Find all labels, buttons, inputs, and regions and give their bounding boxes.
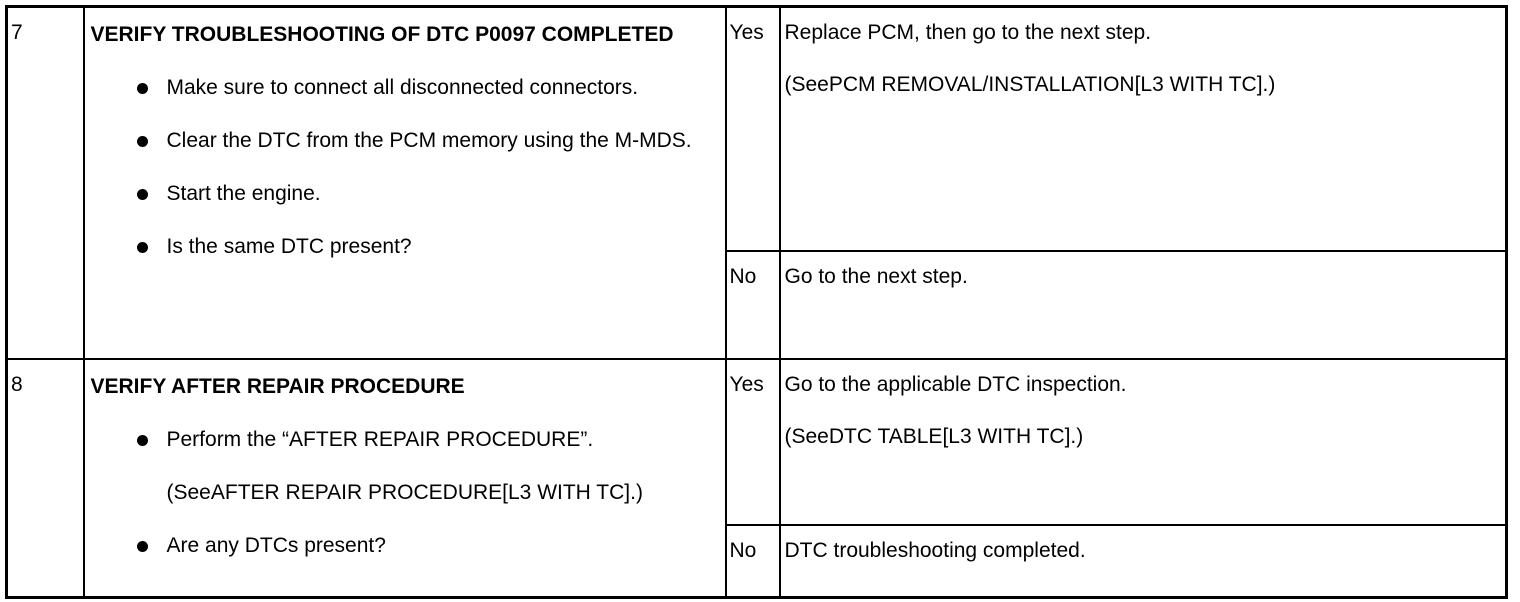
step-title: VERIFY AFTER REPAIR PROCEDURE	[90, 374, 465, 398]
no-label: No	[724, 523, 781, 599]
bullet-icon	[136, 83, 148, 94]
checklist-item: Start the engine.	[91, 179, 717, 209]
bullet-icon	[136, 434, 148, 446]
yes-action: Replace PCM, then go to the next step. (…	[778, 5, 1508, 252]
diagnostic-table: 7 VERIFY TROUBLESHOOTING OF DTC P0097 CO…	[5, 5, 1508, 599]
reference-link[interactable]: (SeeDTC TABLE[L3 WITH TC].)	[784, 424, 1084, 448]
step-8-yes-row: 8 VERIFY AFTER REPAIR PROCEDURE Perform …	[5, 357, 1508, 599]
checklist-item: Perform the “AFTER REPAIR PROCEDURE”.	[91, 425, 717, 455]
action-text: DTC troubleshooting completed.	[784, 538, 1086, 562]
bullet-icon	[136, 189, 148, 200]
step-number: 7	[5, 5, 85, 360]
bullet-icon	[136, 136, 148, 147]
step-7-checklist: Make sure to connect all disconnected co…	[91, 73, 717, 262]
yes-label: Yes	[724, 357, 781, 526]
reference-link[interactable]: (SeePCM REMOVAL/INSTALLATION[L3 WITH TC]…	[784, 73, 1276, 96]
step-8-no-row: No DTC troubleshooting completed.	[7, 523, 1508, 599]
checklist-item: Is the same DTC present?	[91, 232, 717, 262]
checklist-item: Clear the DTC from the PCM memory using …	[91, 126, 717, 156]
no-action: Go to the next step.	[778, 249, 1508, 360]
action-text: Go to the applicable DTC inspection.	[784, 372, 1127, 396]
yes-label: Yes	[724, 5, 781, 252]
step-number: 8	[5, 357, 85, 599]
step-title: VERIFY TROUBLESHOOTING OF DTC P0097 COMP…	[90, 23, 674, 46]
checklist-item: Make sure to connect all disconnected co…	[91, 73, 717, 103]
bullet-icon	[136, 540, 148, 552]
action-text: Go to the next step.	[784, 264, 968, 288]
checklist-item: Are any DTCs present?	[91, 531, 717, 561]
step-8-content: VERIFY AFTER REPAIR PROCEDURE Perform th…	[82, 357, 727, 599]
step-8-checklist-question: Are any DTCs present?	[91, 531, 717, 561]
no-action: DTC troubleshooting completed.	[778, 523, 1508, 599]
step-7-no-row: No Go to the next step.	[7, 249, 1508, 360]
step-7-content: VERIFY TROUBLESHOOTING OF DTC P0097 COMP…	[82, 5, 727, 360]
no-label: No	[724, 249, 781, 360]
reference-link[interactable]: (SeeAFTER REPAIR PROCEDURE[L3 WITH TC].)	[166, 480, 643, 504]
action-text: Replace PCM, then go to the next step.	[784, 21, 1152, 44]
bullet-icon	[136, 242, 148, 253]
step-7-yes-row: 7 VERIFY TROUBLESHOOTING OF DTC P0097 CO…	[5, 5, 1508, 360]
yes-action: Go to the applicable DTC inspection. (Se…	[778, 357, 1508, 526]
step-8-checklist: Perform the “AFTER REPAIR PROCEDURE”.	[91, 425, 717, 455]
